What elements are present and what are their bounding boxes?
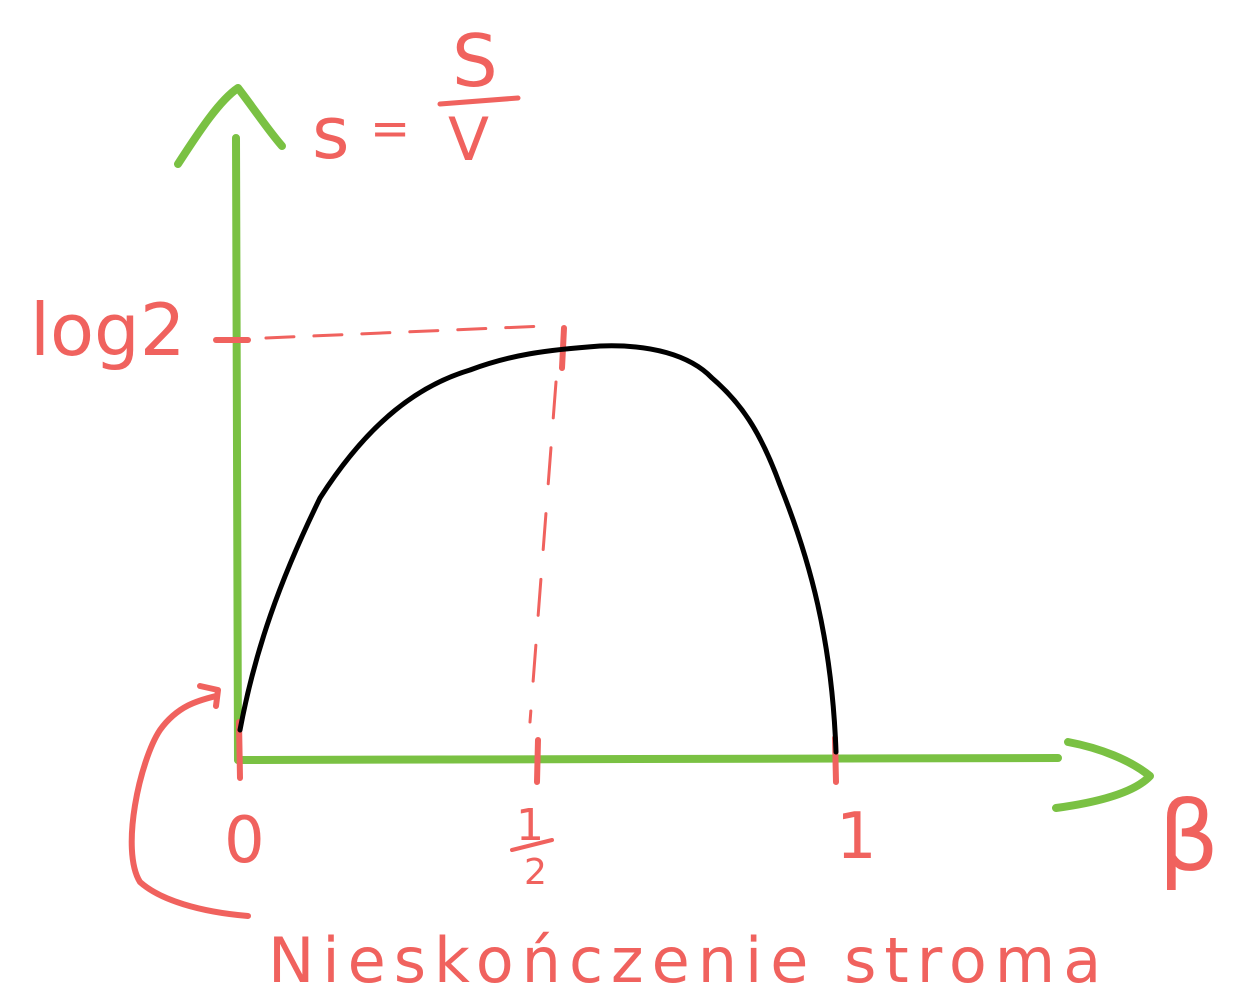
x-tick-label-half-bar [510, 838, 554, 852]
y-axis-arrowhead [174, 84, 286, 168]
annotation-text: Nieskończenie stroma [268, 924, 1109, 997]
x-tick-label-0: 0 [224, 804, 265, 878]
y-label-numerator: S [452, 19, 498, 103]
vertical-dashed-line [528, 380, 558, 724]
horizontal-dashed-line [216, 324, 547, 342]
x-axis-arrowhead [1052, 738, 1154, 812]
annotation-arrow [128, 683, 251, 919]
x-tick-labels: 0 1 2 1 [224, 800, 877, 893]
x-tick-label-half-denominator: 2 [524, 852, 547, 893]
y-axis [232, 134, 242, 764]
ticks [213, 325, 839, 785]
x-axis-label-beta: β [1158, 781, 1219, 893]
y-label-denominator: V [448, 105, 489, 175]
guide-lines [216, 324, 558, 724]
fraction-bar [437, 95, 521, 107]
axes [174, 84, 1154, 812]
x-axis [234, 754, 1062, 764]
x-tick-half [534, 737, 541, 785]
y-label-equals: = [370, 101, 410, 157]
entropy-curve [237, 343, 839, 755]
x-tick-label-1: 1 [836, 800, 877, 874]
y-label-lhs: s [312, 91, 350, 175]
y-axis-label: s = S V [312, 19, 521, 175]
y-tick-label-log2: log2 [30, 288, 186, 372]
